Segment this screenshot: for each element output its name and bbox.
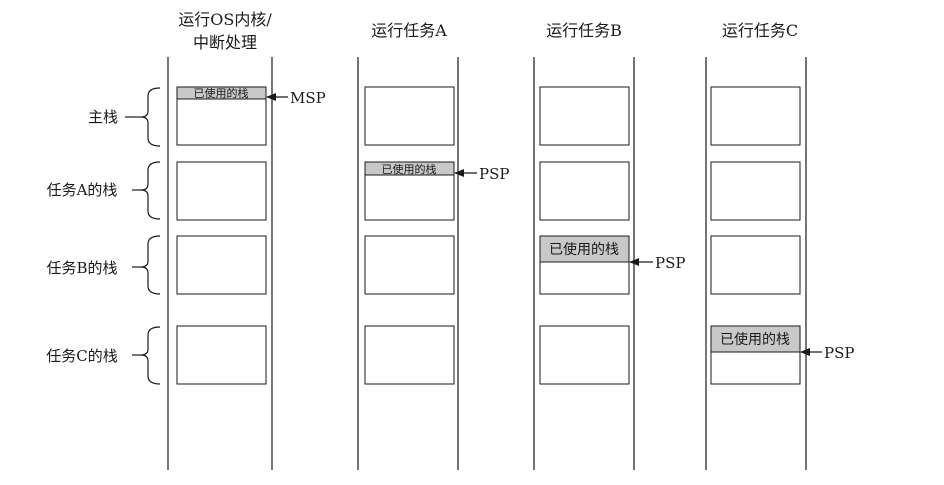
- pointer-label-psp-b: PSP: [655, 254, 685, 272]
- stack-box-os-task-a: [176, 161, 267, 221]
- brace-task-b-stack: [140, 235, 161, 295]
- stack-box-a-task-b: [364, 235, 455, 295]
- row-label-task-a-stack: 任务A的栈: [47, 181, 118, 199]
- stack-box-a-main: [364, 86, 455, 146]
- used-label-c-task-c: 已使用的栈: [720, 331, 790, 348]
- stack-box-c-task-b: [710, 235, 801, 295]
- stack-box-b-task-c: [539, 325, 630, 385]
- pointer-label-psp-a: PSP: [479, 165, 509, 183]
- used-label-b-task-b: 已使用的栈: [549, 241, 619, 258]
- brace-main-stack: [140, 87, 161, 147]
- stack-box-b-main: [539, 86, 630, 146]
- stack-boxes: [176, 86, 801, 385]
- brace-task-a-stack: [140, 161, 161, 220]
- used-region-b-task-b: [539, 235, 630, 263]
- column-title-task-c: 运行任务C: [722, 21, 798, 40]
- stack-box-c-task-a: [710, 161, 801, 221]
- stack-box-os-task-c: [176, 325, 267, 385]
- stack-box-c-main: [710, 86, 801, 146]
- stack-box-os-task-b: [176, 235, 267, 295]
- used-label-a-task-a: 已使用的栈: [382, 162, 437, 176]
- column-title-os: 运行OS内核/: [178, 10, 272, 29]
- stack-box-a-task-c: [364, 325, 455, 385]
- used-region-c-task-c: [710, 325, 801, 353]
- stack-box-b-task-a: [539, 161, 630, 221]
- column-title-task-a: 运行任务A: [371, 21, 447, 40]
- row-braces: [125, 87, 161, 385]
- column-title-task-b: 运行任务B: [546, 21, 622, 40]
- column-title-os-line2: 中断处理: [193, 33, 257, 52]
- used-region-a-task-a: [364, 161, 455, 176]
- used-label-os-main: 已使用的栈: [194, 86, 249, 100]
- pointer-label-psp-c: PSP: [824, 344, 854, 362]
- brace-task-c-stack: [140, 326, 161, 385]
- pointer-label-msp: MSP: [290, 89, 326, 107]
- pointer-arrows: [266, 93, 822, 356]
- row-label-main-stack: 主栈: [88, 108, 118, 126]
- row-label-task-c-stack: 任务C的栈: [46, 347, 117, 365]
- row-label-task-b-stack: 任务B的栈: [46, 259, 117, 277]
